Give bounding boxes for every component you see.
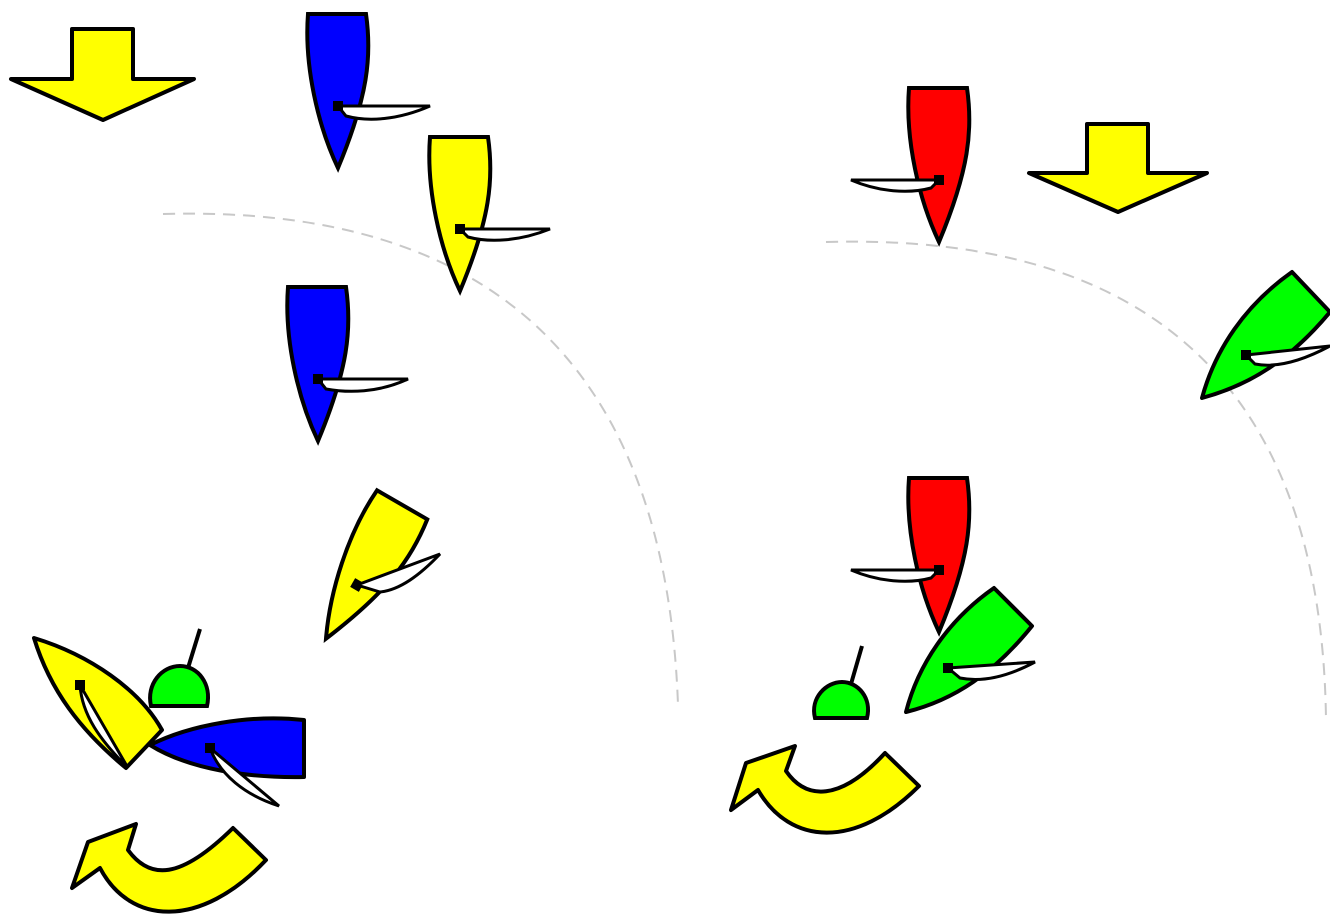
blue-boat-3 [148,716,306,808]
zone-circle [825,240,1327,721]
yellow-boat-3 [32,636,164,770]
green-boat-2 [904,586,1036,714]
right-diagram [729,86,1330,835]
sail [850,178,943,193]
yellow-boat-1 [427,135,551,293]
red-boat-2 [850,476,972,634]
curved-arrow-icon [70,822,268,914]
blue-boat-2 [285,285,409,443]
green-mark [148,628,211,708]
sail [456,227,551,242]
down-arrow-icon [1027,122,1209,214]
sail [334,104,431,121]
red-boat-1 [850,86,972,244]
curved-arrow-icon [729,744,921,835]
sail [314,377,409,393]
left-diagram [9,12,679,914]
sail [944,660,1036,681]
zone-circle [162,212,679,706]
green-boat-1 [1200,270,1330,400]
sail [206,743,280,808]
blue-boat-1 [305,12,431,170]
green-mark [812,645,871,720]
sail [78,684,130,770]
sail [1242,344,1330,367]
sail [850,568,943,583]
down-arrow-icon [9,27,196,122]
sail [352,552,442,594]
